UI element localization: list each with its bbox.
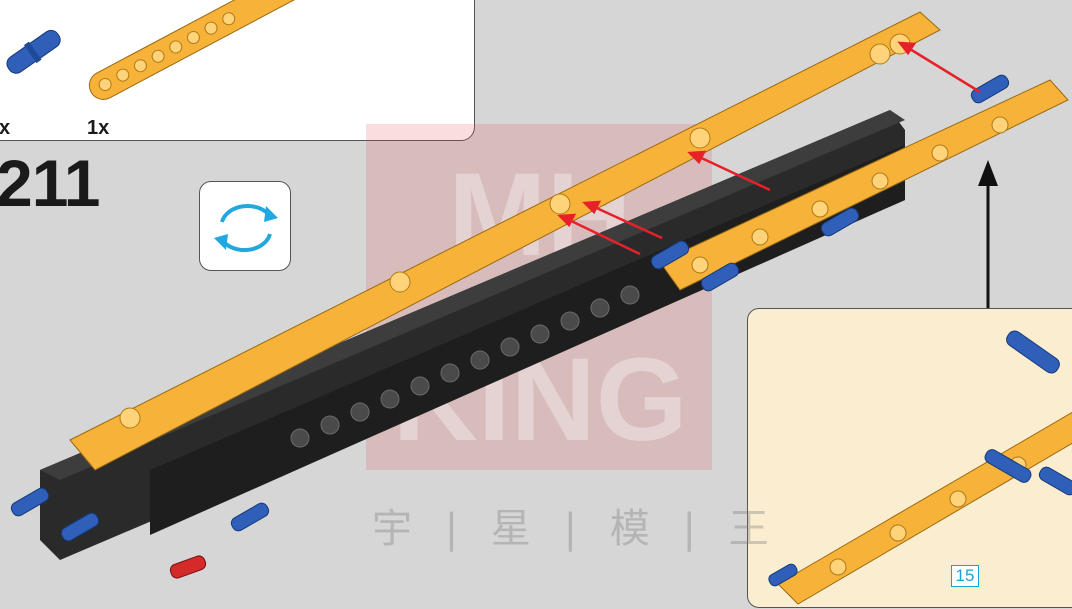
yellow-liftarm-icon [88, 0, 332, 100]
substep-callout [747, 308, 1072, 608]
step-number: 211 [0, 146, 100, 220]
yellow-liftarm-new [659, 79, 1069, 291]
blue-pin-icon [6, 29, 61, 74]
yellow-liftarm-top [69, 11, 941, 471]
rotate-arrows-icon [214, 204, 278, 252]
model-illustration: MH KING [10, 11, 1069, 579]
red-arrows [557, 41, 981, 256]
page-number: 15 [951, 565, 979, 587]
callout-arrow [978, 160, 998, 308]
blue-pins [10, 74, 1010, 542]
parts-illustration [6, 0, 332, 100]
watermark-chinese-text: 宇 | 星 | 模 | 王 [372, 506, 779, 552]
parts-list-box: x 1x [0, 0, 475, 141]
callout-illustration [768, 330, 1072, 605]
part-quantity: 1x [87, 117, 110, 139]
red-pin [169, 555, 207, 579]
part-quantity: x [0, 117, 11, 139]
rotate-model-icon [199, 181, 291, 271]
